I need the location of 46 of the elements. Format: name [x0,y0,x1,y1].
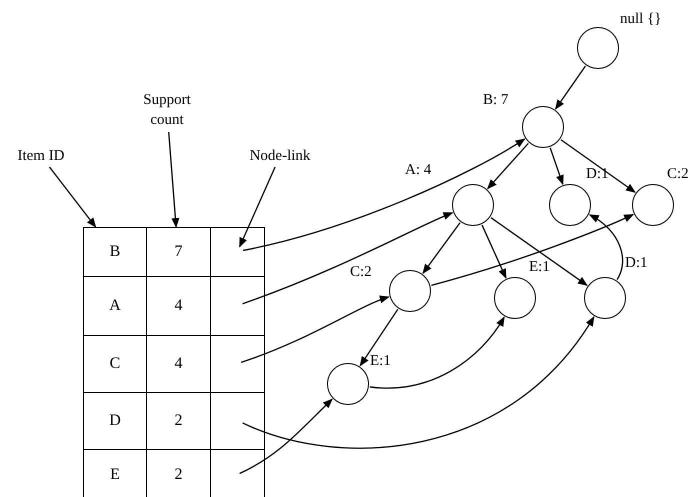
table-cell: 7 [146,227,210,276]
node-link-cell [210,335,265,392]
table-cell: E [83,449,146,497]
arrow [360,308,398,367]
arrow [239,398,333,474]
node-label: E:1 [529,258,550,276]
node-link-cell [210,276,265,335]
arrow [550,148,564,186]
table-cell: 2 [146,392,210,449]
arrow [422,222,461,274]
node-link-cell [210,227,265,276]
column-heading: Support count [130,88,204,132]
arrow [487,142,529,190]
leader-arrow [239,166,276,248]
table-cell: 2 [146,449,210,497]
node-label: A: 4 [405,161,432,179]
arrow [481,224,507,279]
table-cell: C [83,335,146,392]
leader-arrow [48,166,96,228]
column-heading: Node-link [238,145,322,167]
arrow [242,138,526,252]
arrow [560,139,636,193]
node-label: D:1 [586,165,608,183]
arrow [242,316,594,449]
node-link-cell [210,392,265,449]
arrow [370,316,505,389]
node-label: C:2 [350,263,372,281]
node-label: D:1 [625,254,648,272]
node-label: E:1 [370,352,391,370]
table-cell: A [83,276,146,335]
arrow [490,217,588,286]
arrow [431,214,634,286]
arrow [588,214,624,280]
node-link-cell [210,449,265,497]
arrow [240,296,390,363]
node-label: C:2 [667,165,689,183]
leader-arrow [168,132,180,228]
table-cell: 4 [146,276,210,335]
column-heading: Item ID [8,145,74,167]
arrow [242,212,454,304]
table-cell: 4 [146,335,210,392]
table-cell: D [83,392,146,449]
node-label: null {} [620,10,662,28]
node-label: B: 7 [483,91,508,109]
table-cell: B [83,227,146,276]
arrow [555,66,586,110]
